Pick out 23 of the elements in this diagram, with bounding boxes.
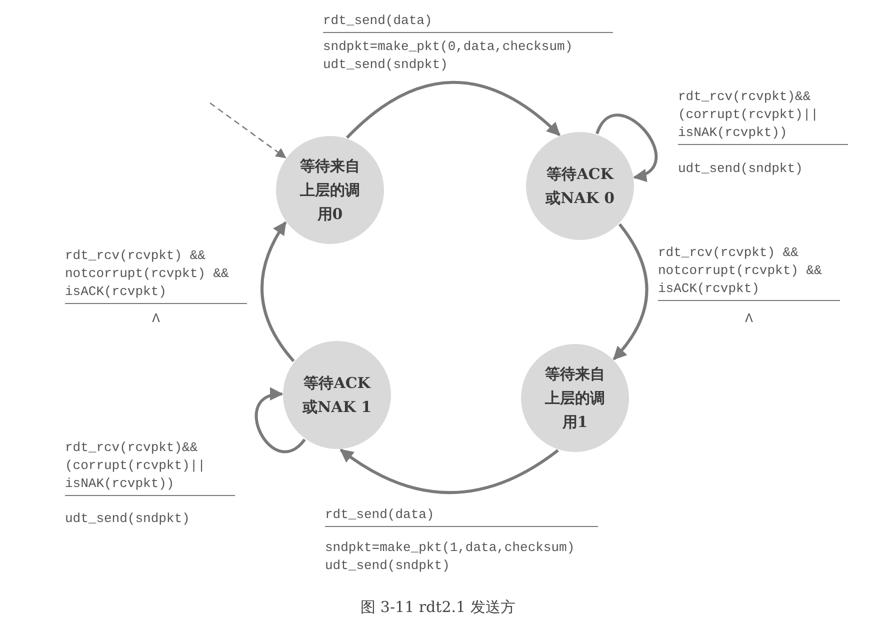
action-text: sndpkt=make_pkt(0,data,checksum) udt_send(sndpkt): [323, 38, 574, 74]
state-circle: 等待ACK或NAK 0: [526, 132, 634, 240]
edge-label: rdt_rcv(rcvpkt) && notcorrupt(rcvpkt) && isACK(rcvpkt): [658, 244, 840, 301]
initial-arrow: [210, 102, 286, 158]
state-circle: 等待来自上层的调用0: [276, 136, 384, 244]
action-text: udt_send(sndpkt): [678, 160, 804, 178]
transition-arrow: [612, 223, 648, 360]
self-loop-arrow: [596, 114, 658, 180]
action-text: Λ: [744, 310, 754, 328]
state-circle: 等待来自上层的调用1: [521, 344, 629, 452]
edge-label: rdt_rcv(rcvpkt)&& (corrupt(rcvpkt)|| isNAK(rcvpkt)): [678, 88, 848, 145]
transition-arrow: [346, 80, 560, 139]
action-text: sndpkt=make_pkt(1,data,checksum) udt_send(sndpkt): [325, 539, 576, 575]
edge-label: rdt_rcv(rcvpkt)&& (corrupt(rcvpkt)|| isNAK(rcvpkt)): [65, 439, 235, 496]
action-text: Λ: [151, 310, 161, 328]
self-loop-arrow: [254, 388, 306, 453]
state-circle: 等待ACK或NAK 1: [283, 341, 391, 449]
edge-label: rdt_send(data): [325, 506, 598, 527]
action-text: udt_send(sndpkt): [65, 510, 191, 528]
transition-arrow: [260, 221, 295, 362]
edge-label: rdt_rcv(rcvpkt) && notcorrupt(rcvpkt) && isACK(rcvpkt): [65, 247, 247, 304]
edge-label: rdt_send(data): [323, 12, 613, 33]
caption: 图 3-11 rdt2.1 发送方: [360, 598, 516, 617]
